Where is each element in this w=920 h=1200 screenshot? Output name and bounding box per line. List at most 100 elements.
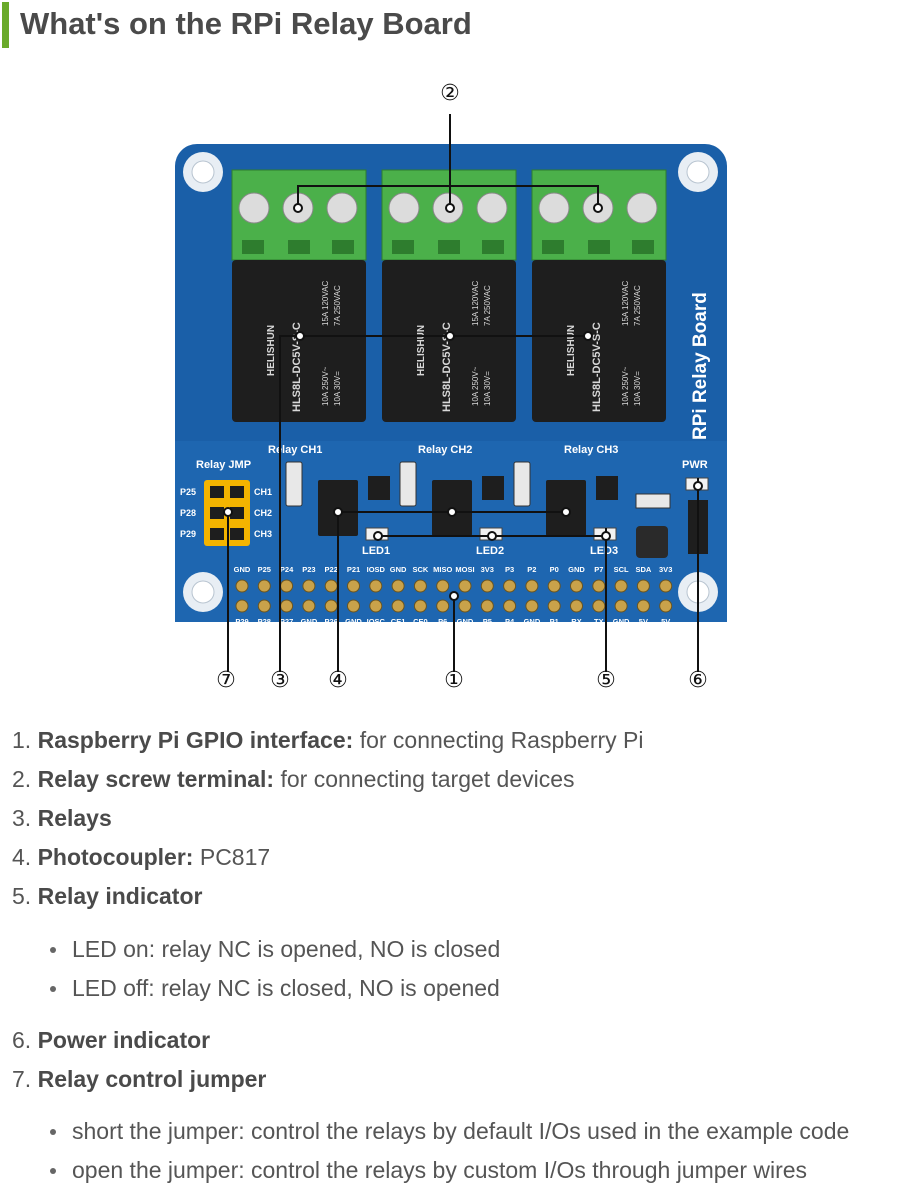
gpio-pin bbox=[525, 599, 539, 613]
callout-3: ③ bbox=[270, 668, 290, 693]
list-item: 2. Relay screw terminal: for connecting … bbox=[12, 766, 575, 792]
gpio-label-top: P2 bbox=[527, 565, 536, 574]
relays: HLS8L-DC5V-S-C HLS8L-DC5V-S-C HLS8L-DC5V… bbox=[232, 260, 666, 422]
gpio-label-top: P22 bbox=[325, 565, 338, 574]
relay-3-rating-3: 10A 250V~ bbox=[621, 366, 630, 406]
gpio-label-top: SCK bbox=[412, 565, 428, 574]
gpio-label-bottom: IOSC bbox=[367, 617, 386, 626]
gpio-pin bbox=[659, 579, 673, 593]
gpio-pin bbox=[235, 579, 249, 593]
gpio-pin bbox=[257, 599, 271, 613]
gpio-label-bottom: GND bbox=[524, 617, 541, 626]
relay-1-rating-3: 10A 250V~ bbox=[321, 366, 330, 406]
gpio-pin bbox=[480, 599, 494, 613]
gpio-label-top: P23 bbox=[302, 565, 315, 574]
gpio-pin bbox=[503, 599, 517, 613]
gpio-label-top: 3V3 bbox=[481, 565, 494, 574]
gpio-pin bbox=[436, 599, 450, 613]
gpio-label-bottom: 5V bbox=[639, 617, 648, 626]
gpio-label-top: P0 bbox=[550, 565, 559, 574]
gpio-pin bbox=[592, 579, 606, 593]
gpio-pin bbox=[391, 599, 405, 613]
gpio-label-bottom: GND bbox=[457, 617, 474, 626]
relay-board-diagram: HLS8L-DC5V-S-C HLS8L-DC5V-S-C HLS8L-DC5V… bbox=[175, 81, 727, 693]
gpio-label-bottom: P6 bbox=[438, 617, 447, 626]
gpio-label-bottom: CE1 bbox=[391, 617, 406, 626]
gpio-pin bbox=[570, 599, 583, 613]
relay-ch2-label: Relay CH2 bbox=[418, 444, 472, 456]
jumper-pin-p29: P29 bbox=[180, 529, 196, 539]
callout-4: ④ bbox=[328, 668, 348, 693]
led1-label: LED1 bbox=[362, 545, 390, 557]
gpio-label-bottom: P1 bbox=[550, 617, 559, 626]
relay-1-rating-2: 7A 250VAC bbox=[333, 285, 342, 326]
gpio-pin bbox=[570, 579, 583, 593]
gpio-pin bbox=[302, 579, 316, 593]
gpio-pin bbox=[503, 579, 517, 593]
gpio-label-top: P25 bbox=[258, 565, 271, 574]
gpio-pin bbox=[257, 579, 271, 593]
gpio-label-bottom: GND bbox=[301, 617, 318, 626]
gpio-pin bbox=[547, 579, 561, 593]
gpio-label-bottom: RX bbox=[571, 617, 581, 626]
relay-1-rating-4: 10A 30V= bbox=[333, 371, 342, 406]
relay-ch3-label: Relay CH3 bbox=[564, 444, 618, 456]
gpio-label-bottom: 5V bbox=[661, 617, 670, 626]
gpio-pin bbox=[302, 599, 316, 613]
gpio-pin bbox=[436, 579, 450, 593]
gpio-label-top: IOSD bbox=[367, 565, 386, 574]
bullet-item: LED on: relay NC is opened, NO is closed bbox=[50, 934, 500, 964]
gpio-pin bbox=[280, 579, 294, 593]
gpio-label-top: P7 bbox=[594, 565, 603, 574]
gpio-label-bottom: P27 bbox=[280, 617, 293, 626]
gpio-label-top: MISO bbox=[433, 565, 452, 574]
gpio-label-top: 3V3 bbox=[659, 565, 672, 574]
header-accent-bar bbox=[2, 2, 9, 48]
relay-3-model: HLS8L-DC5V-S-C bbox=[591, 322, 603, 412]
relay-1-brand: HELISHUN bbox=[266, 325, 277, 376]
relay-1-model: HLS8L-DC5V-S-C bbox=[291, 322, 303, 412]
relay-2-rating-2: 7A 250VAC bbox=[483, 285, 492, 326]
gpio-pin bbox=[547, 599, 561, 613]
gpio-label-bottom: TX bbox=[594, 617, 604, 626]
relay-ch1-label: Relay CH1 bbox=[268, 444, 322, 456]
list-item: 4. Photocoupler: PC817 bbox=[12, 844, 271, 870]
gpio-pin bbox=[636, 579, 650, 593]
relay-2-rating-1: 15A 120VAC bbox=[471, 281, 480, 326]
gpio-pin bbox=[369, 579, 383, 593]
list-item: 7. Relay control jumper bbox=[12, 1066, 267, 1092]
jumper-ch3: CH3 bbox=[254, 529, 272, 539]
relay-3-brand: HELISHUN bbox=[566, 325, 577, 376]
relay-1-rating-1: 15A 120VAC bbox=[321, 281, 330, 326]
relay-2-rating-4: 10A 30V= bbox=[483, 371, 492, 406]
transistors bbox=[368, 476, 618, 500]
gpio-label-top: P24 bbox=[280, 565, 294, 574]
bullet-item: open the jumper: control the relays by c… bbox=[50, 1155, 807, 1185]
power-diode bbox=[635, 493, 671, 509]
gpio-label-bottom: P4 bbox=[505, 617, 515, 626]
gpio-pin bbox=[324, 599, 338, 613]
gpio-pin bbox=[636, 599, 650, 613]
gpio-label-top: SCL bbox=[614, 565, 629, 574]
led3-label: LED3 bbox=[590, 545, 618, 557]
relay-3-rating-2: 7A 250VAC bbox=[633, 285, 642, 326]
gpio-label-top: GND bbox=[234, 565, 251, 574]
gpio-pin bbox=[458, 579, 472, 593]
gpio-pin bbox=[235, 599, 249, 613]
jumper-ch1: CH1 bbox=[254, 487, 272, 497]
callout-6: ⑥ bbox=[688, 668, 708, 693]
gpio-label-bottom: P29 bbox=[235, 617, 248, 626]
callout-7: ⑦ bbox=[216, 668, 236, 693]
bullet-item: short the jumper: control the relays by … bbox=[50, 1116, 849, 1146]
gpio-pin bbox=[614, 599, 628, 613]
jumper-title: Relay JMP bbox=[196, 459, 251, 471]
gpio-pin bbox=[480, 579, 494, 593]
gpio-pin bbox=[458, 599, 472, 613]
gpio-pin bbox=[324, 579, 338, 593]
gpio-pin bbox=[347, 599, 360, 613]
list-item: 5. Relay indicator bbox=[12, 883, 203, 909]
gpio-label-bottom: GND bbox=[345, 617, 362, 626]
gpio-label-bottom: GND bbox=[613, 617, 630, 626]
page-title: What's on the RPi Relay Board bbox=[20, 6, 472, 41]
gpio-pin bbox=[391, 579, 405, 593]
